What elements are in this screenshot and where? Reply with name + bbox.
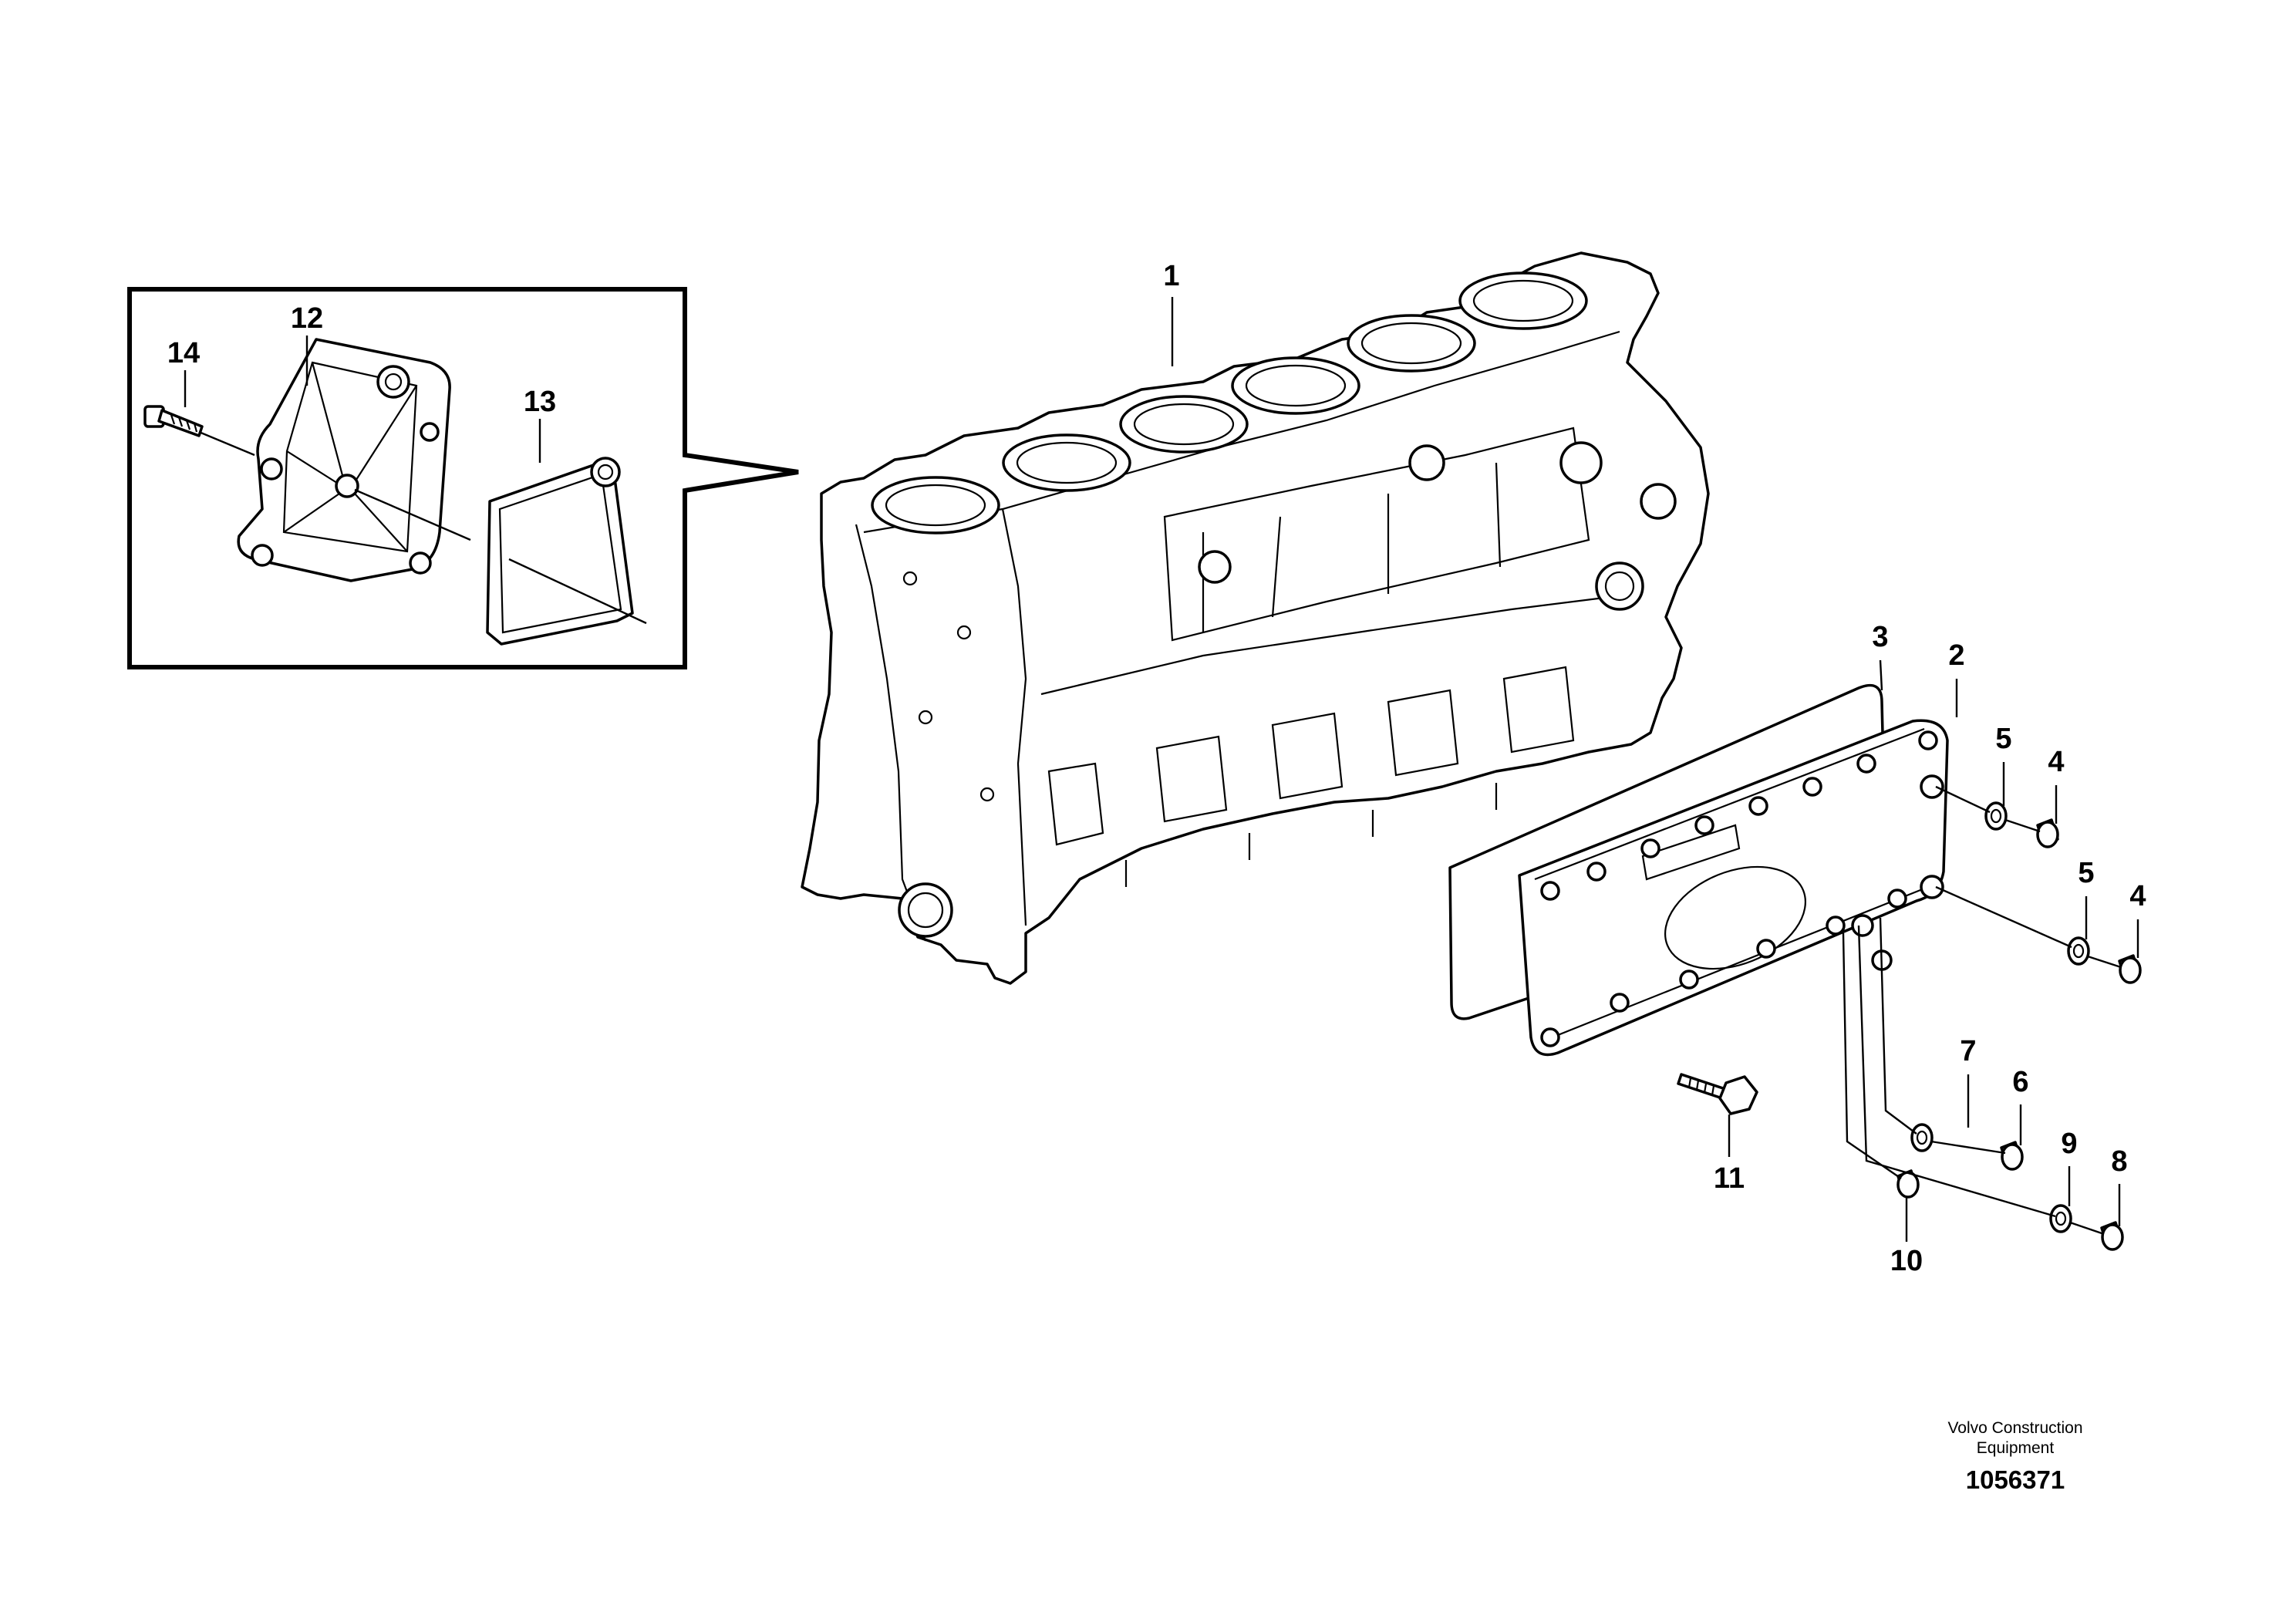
cover-bolt-bosses bbox=[1540, 730, 1938, 1047]
washer-5b-drawing bbox=[2067, 936, 2090, 966]
assembly-line-4a bbox=[2004, 818, 2041, 833]
callout-13: 13 bbox=[524, 386, 556, 418]
plug-4b-drawing bbox=[2118, 954, 2142, 984]
callout-12: 12 bbox=[291, 302, 323, 335]
assembly-line-5b bbox=[1935, 885, 2072, 949]
callout-6: 6 bbox=[2012, 1066, 2028, 1098]
callout-4b: 4 bbox=[2129, 880, 2146, 912]
assembly-line-6 bbox=[1930, 1140, 2006, 1155]
callout-8: 8 bbox=[2111, 1145, 2127, 1178]
engine-block-1-drawing bbox=[801, 251, 1710, 985]
callout-14: 14 bbox=[167, 337, 200, 369]
washer-9-drawing bbox=[2049, 1204, 2072, 1233]
bolt-11-drawing bbox=[1677, 1073, 1758, 1115]
callout-2: 2 bbox=[1948, 639, 1964, 672]
callout-10: 10 bbox=[1890, 1245, 1923, 1277]
callout-5a: 5 bbox=[1995, 723, 2011, 755]
assembly-line-8 bbox=[2069, 1221, 2105, 1236]
assembly-axis-line bbox=[198, 430, 647, 625]
assembly-line-4b bbox=[2087, 955, 2122, 969]
assembly-line-10 bbox=[1842, 932, 1902, 1179]
callout-4a: 4 bbox=[2048, 746, 2064, 778]
callout-7: 7 bbox=[1960, 1035, 1976, 1067]
leader-3 bbox=[1879, 659, 1883, 691]
callout-9: 9 bbox=[2061, 1128, 2077, 1160]
plug-4a-drawing bbox=[2036, 818, 2059, 848]
detail-inset bbox=[127, 287, 799, 669]
cover-plate-12-drawing bbox=[237, 338, 451, 582]
washer-5a-drawing bbox=[1984, 801, 2008, 831]
plug-8-drawing bbox=[2100, 1221, 2124, 1251]
assembly-line-5a bbox=[1935, 785, 1991, 814]
callout-11: 11 bbox=[1714, 1162, 1745, 1195]
callout-5b: 5 bbox=[2078, 857, 2094, 889]
brand-line-2: Equipment bbox=[1977, 1439, 2055, 1457]
cylinder-bores bbox=[871, 271, 1588, 534]
callout-1: 1 bbox=[1163, 260, 1179, 292]
plug-6-drawing bbox=[2000, 1141, 2024, 1171]
washer-7-drawing bbox=[1910, 1123, 1934, 1152]
assembly-line-7 bbox=[1879, 917, 1917, 1135]
bolt-14-drawing bbox=[143, 405, 204, 437]
side-cover-3-drawing bbox=[1448, 683, 1949, 1057]
callout-3: 3 bbox=[1872, 621, 1888, 653]
detail-frame bbox=[127, 287, 799, 669]
assembly-line-9 bbox=[1857, 925, 2056, 1218]
gasket-13-drawing bbox=[486, 457, 634, 646]
brand-line-1: Volvo Construction bbox=[1947, 1419, 2082, 1437]
drawing-number: 1056371 bbox=[1966, 1465, 2065, 1494]
